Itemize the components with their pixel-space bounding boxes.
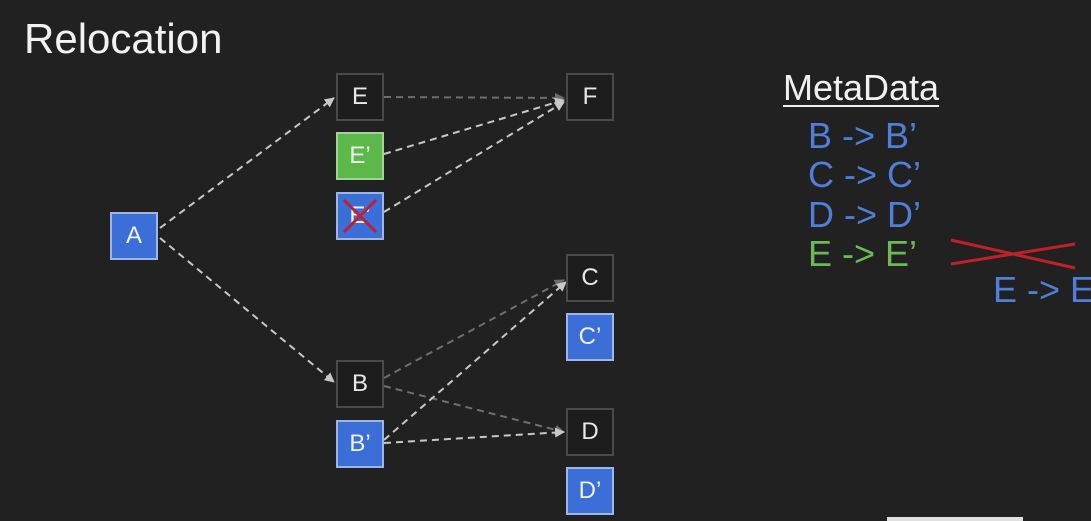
edge-a-to-b (159, 237, 335, 383)
node-c-label: C (581, 264, 599, 291)
node-b-prime: B’ (336, 420, 384, 468)
node-a-label: A (125, 222, 142, 249)
edge-b-to-c (383, 279, 565, 379)
node-e-prime-label: E’ (349, 142, 371, 169)
node-d-prime-label: D’ (578, 477, 602, 504)
node-c: C (566, 254, 614, 302)
node-c-prime: C’ (566, 313, 614, 361)
strikethrough-icon (950, 238, 1076, 270)
metadata-title: MetaData (783, 67, 940, 108)
edge-a-to-e (159, 97, 335, 229)
edge-b-prime-to-d (383, 427, 565, 444)
edge-e-prime-to-f (383, 97, 565, 155)
metadata-struck-entry: E -> E” (950, 236, 1091, 380)
node-e: E (336, 73, 384, 121)
node-f-label: F (582, 83, 598, 110)
metadata-row-d: D -> D’ (808, 194, 922, 235)
edge-b-to-d (383, 385, 565, 435)
metadata-row-e: E -> E’ (808, 233, 918, 274)
metadata-row-b: B -> B’ (808, 115, 918, 156)
edge-b-prime-to-c (383, 281, 567, 441)
node-a: A (110, 212, 158, 260)
node-d-label: D (581, 418, 599, 445)
slide-title: Relocation (24, 15, 223, 62)
node-d-prime: D’ (566, 467, 614, 515)
node-b-label: B (351, 370, 368, 397)
node-b: B (336, 360, 384, 408)
footer-bar (887, 517, 1023, 521)
metadata-row-c: C -> C’ (808, 154, 922, 195)
node-e-double-prime: E’ (336, 192, 384, 240)
node-f: F (566, 73, 614, 121)
edge-e-double-prime-to-f (383, 101, 565, 213)
metadata-struck-text: E -> E” (993, 269, 1091, 310)
node-e-label: E (351, 83, 368, 110)
node-c-prime-label: C’ (578, 323, 602, 350)
node-e-prime: E’ (336, 132, 384, 180)
edge-e-to-f (383, 92, 565, 103)
node-d: D (566, 408, 614, 456)
node-b-prime-label: B’ (349, 430, 371, 457)
cross-out-icon (342, 198, 378, 234)
